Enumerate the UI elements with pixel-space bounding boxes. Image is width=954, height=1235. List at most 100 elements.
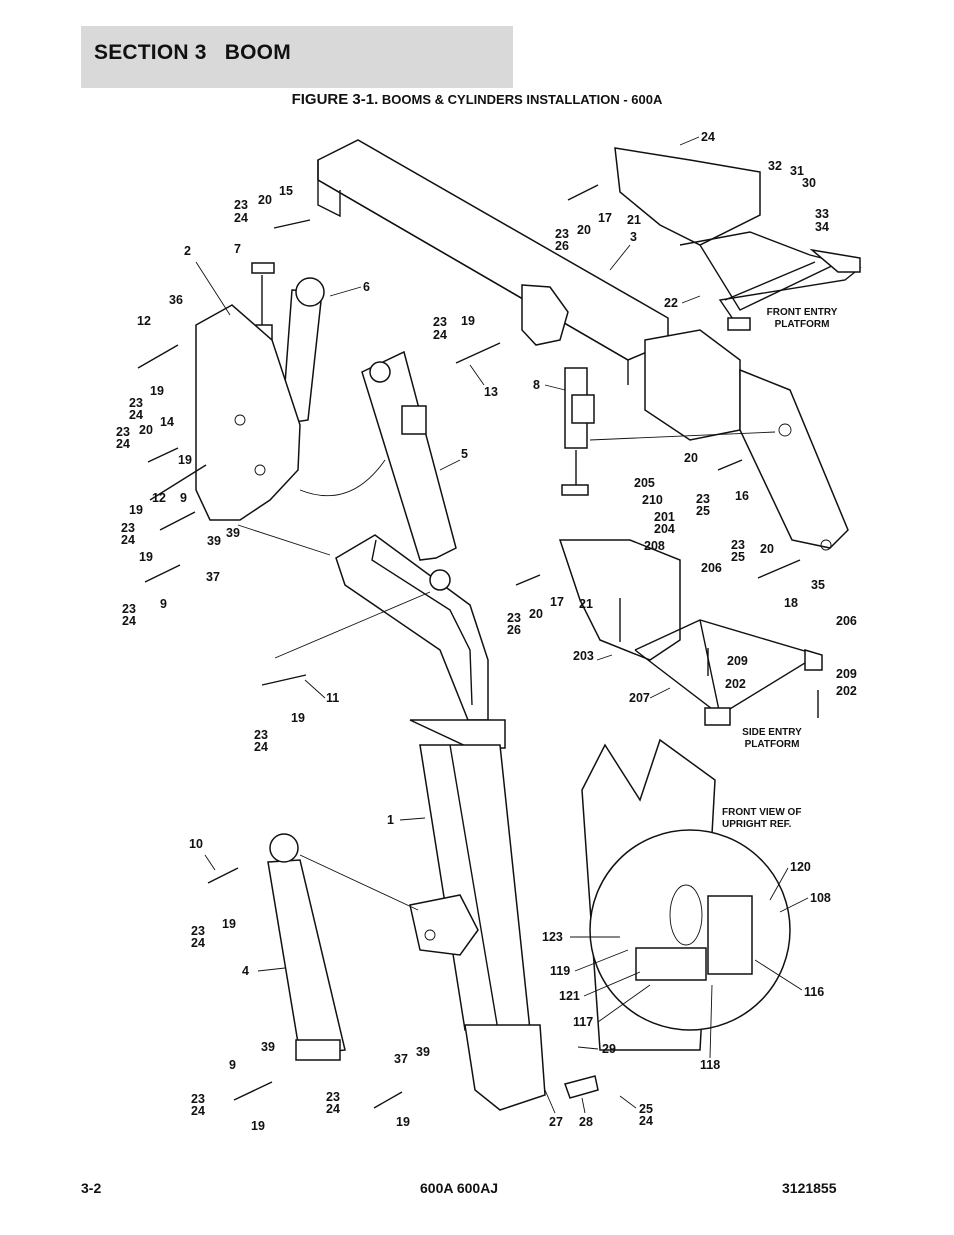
part-label: 19 — [139, 550, 153, 564]
part-label: 23 — [234, 198, 248, 212]
part-label: 205 — [634, 476, 655, 490]
part-label: 24 — [701, 130, 715, 144]
part-label: 20 — [529, 607, 543, 621]
part-label: 11 — [326, 691, 339, 705]
part-label: 23 — [254, 728, 268, 742]
part-label: 23 — [433, 315, 447, 329]
part-label: 39 — [226, 526, 240, 540]
part-label: 17 — [598, 211, 612, 225]
part-label: 208 — [644, 539, 665, 553]
part-label: 23 — [507, 611, 521, 625]
pivot-bracket-2 — [195, 304, 386, 521]
part-label: 20 — [139, 423, 153, 437]
front-view-label-2: UPRIGHT REF. — [722, 819, 792, 830]
part-label: 23 — [116, 425, 130, 439]
part-label: 24 — [639, 1114, 653, 1128]
part-label: 25 — [639, 1102, 653, 1116]
side-entry-label-1: SIDE ENTRY — [742, 727, 802, 738]
part-label: 108 — [810, 891, 831, 905]
part-label: 26 — [555, 239, 569, 253]
front-entry-platform — [614, 147, 862, 331]
front-view-label-1: FRONT VIEW OF — [722, 807, 801, 818]
part-label: 24 — [121, 533, 135, 547]
part-label: 25 — [731, 550, 745, 564]
part-label: 202 — [836, 684, 857, 698]
side-entry-label-2: PLATFORM — [745, 739, 800, 750]
part-label: 19 — [178, 453, 192, 467]
part-label: 116 — [804, 985, 824, 999]
front-entry-label-1: FRONT ENTRY — [767, 307, 838, 318]
part-label: 22 — [664, 296, 678, 310]
part-label: 209 — [836, 667, 857, 681]
part-label: 9 — [160, 597, 167, 611]
part-label: 26 — [507, 623, 521, 637]
part-number-labels: 24 32 31 30 33 34 23 24 20 15 17 21 23 2… — [116, 130, 857, 1133]
upright-1 — [409, 719, 546, 1111]
part-label: 202 — [725, 677, 746, 691]
part-label: 37 — [394, 1052, 408, 1066]
part-label: 23 — [731, 538, 745, 552]
part-label: 206 — [836, 614, 857, 628]
part-label: 23 — [191, 1092, 205, 1106]
part-label: 31 — [790, 164, 804, 178]
part-label: 27 — [549, 1115, 563, 1129]
part-label: 117 — [573, 1015, 593, 1029]
part-label: 207 — [629, 691, 650, 705]
part-label: 17 — [550, 595, 564, 609]
footer-page-number: 3-2 — [81, 1180, 102, 1196]
part-label: 12 — [152, 491, 166, 505]
part-label: 9 — [180, 491, 187, 505]
part-label: 6 — [363, 280, 370, 294]
part-label: 3 — [630, 230, 637, 244]
part-label: 15 — [279, 184, 293, 198]
part-label: 39 — [416, 1045, 430, 1059]
part-label: 24 — [254, 740, 268, 754]
upright-link — [335, 534, 489, 721]
part-label: 18 — [784, 596, 798, 610]
part-label: 23 — [326, 1090, 340, 1104]
figure-name: BOOMS & CYLINDERS INSTALLATION - 600A — [381, 92, 663, 107]
part-label: 4 — [242, 964, 249, 978]
part-label: 24 — [433, 328, 447, 342]
footer-doc-number: 3121855 — [782, 1180, 837, 1196]
part-label: 19 — [222, 917, 236, 931]
part-label: 23 — [129, 396, 143, 410]
part-label: 19 — [461, 314, 475, 328]
part-label: 37 — [206, 570, 220, 584]
part-label: 19 — [251, 1119, 265, 1133]
part-label: 21 — [627, 213, 641, 227]
section-header-bar — [81, 26, 513, 88]
part-label: 33 — [815, 207, 829, 221]
part-label: 1 — [387, 813, 394, 827]
part-label: 23 — [191, 924, 205, 938]
part-label: 210 — [642, 493, 663, 507]
part-label: 8 — [533, 378, 540, 392]
part-label: 206 — [701, 561, 722, 575]
figure-title: FIGURE 3-1. BOOMS & CYLINDERS INSTALLATI… — [0, 91, 954, 108]
part-label: 118 — [700, 1058, 720, 1072]
part-label: 204 — [654, 522, 675, 536]
part-label: 19 — [150, 384, 164, 398]
part-label: 20 — [760, 542, 774, 556]
part-label: 14 — [160, 415, 174, 429]
part-label: 123 — [542, 930, 563, 944]
footer-model: 600A 600AJ — [420, 1180, 499, 1196]
part-label: 12 — [137, 314, 151, 328]
part-label: 24 — [234, 211, 248, 225]
part-label: 13 — [484, 385, 498, 399]
upright-front-view — [581, 738, 791, 1051]
figure-prefix: FIGURE 3-1. — [291, 91, 379, 108]
part-label: 36 — [169, 293, 183, 307]
part-label: 24 — [191, 1104, 205, 1118]
main-boom-3 — [317, 139, 849, 551]
telescope-cylinder-5 — [361, 350, 457, 561]
part-label: 20 — [258, 193, 272, 207]
part-label: 24 — [326, 1102, 340, 1116]
part-label: 23 — [696, 492, 710, 506]
pins — [137, 184, 819, 1109]
level-cylinder-4 — [267, 833, 419, 1061]
part-label: 16 — [735, 489, 749, 503]
part-label: 20 — [577, 223, 591, 237]
part-label: 19 — [291, 711, 305, 725]
